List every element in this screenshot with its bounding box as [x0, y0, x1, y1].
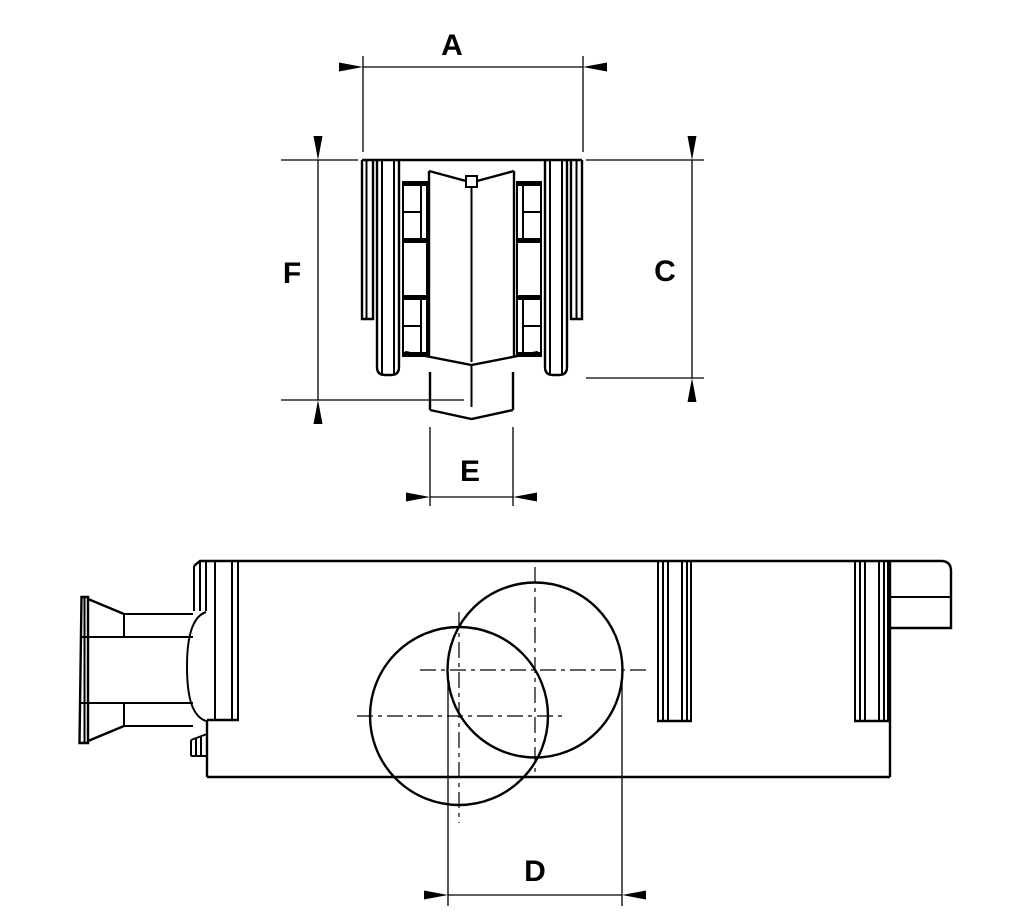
slot-1-lines — [657, 562, 692, 721]
hub-apex-block — [465, 175, 478, 188]
left-bearing-race-bar-3 — [403, 295, 427, 300]
body-top-edge-and-right-tab — [193, 559, 953, 630]
left-end-plate — [185, 561, 239, 757]
left-lubricator-fitting — [78, 595, 193, 745]
right-bearing-outline — [516, 181, 542, 357]
right-bearing-column — [516, 181, 542, 357]
rail-sides — [428, 372, 515, 410]
right-rim-band — [543, 160, 569, 377]
right-bearing-detail-lines — [522, 186, 541, 352]
left-bearing-race-bar-1 — [403, 181, 427, 186]
left-bearing-detail-lines — [403, 186, 422, 352]
dim-a-label: A — [441, 29, 463, 62]
hub-v-groove-top — [428, 169, 515, 183]
dim-f-label: F — [283, 257, 301, 290]
left-plate-upper-lines — [193, 561, 207, 611]
wheel-pin-slot-1 — [657, 562, 692, 723]
right-rim-band-lines — [549, 160, 563, 374]
center-hub — [404, 169, 539, 367]
left-bearing-outline — [402, 181, 428, 357]
right-bearing-race-bar-1 — [517, 181, 541, 186]
dim-d-extension-lines — [447, 678, 623, 906]
hub-side-edges — [427, 171, 516, 357]
fitting-body-lines — [80, 613, 193, 727]
fitting-end-flange — [78, 595, 90, 745]
lubricator-dome-arc — [185, 611, 207, 722]
dimension-d: D — [424, 678, 646, 906]
dimension-a: A — [339, 29, 607, 152]
left-plate-full-lines — [214, 561, 239, 720]
left-bearing-race-bar-2 — [403, 238, 427, 243]
left-rim-band — [375, 160, 401, 377]
rail-bottom-v — [429, 408, 514, 421]
left-rim-band-lines — [381, 160, 395, 374]
dim-c-label: C — [654, 255, 676, 288]
hub-bottom-chevron — [404, 350, 539, 367]
dim-a-extension-lines — [362, 56, 584, 152]
left-bearing-column — [402, 181, 428, 357]
wheel-pin-slot-2 — [854, 562, 889, 723]
rail-stub — [428, 366, 515, 421]
fitting-slant-edges — [87, 597, 125, 743]
right-bearing-race-bar-2 — [517, 238, 541, 243]
body-left-lower-step — [205, 718, 239, 777]
lower-nipple-tab — [190, 733, 208, 757]
dim-e-label: E — [460, 455, 480, 488]
dimension-f: F — [281, 136, 464, 424]
right-bearing-race-bar-3 — [517, 295, 541, 300]
side-view-carriage: D — [78, 559, 953, 906]
front-view-roller-section: A F C E — [281, 29, 704, 506]
wheel-centerlines — [357, 567, 648, 823]
slot-2-lines — [854, 562, 889, 721]
dimension-c: C — [586, 136, 704, 402]
dim-c-extension-lines — [586, 159, 704, 379]
dim-d-label: D — [524, 855, 546, 888]
dimension-e: E — [406, 427, 537, 506]
